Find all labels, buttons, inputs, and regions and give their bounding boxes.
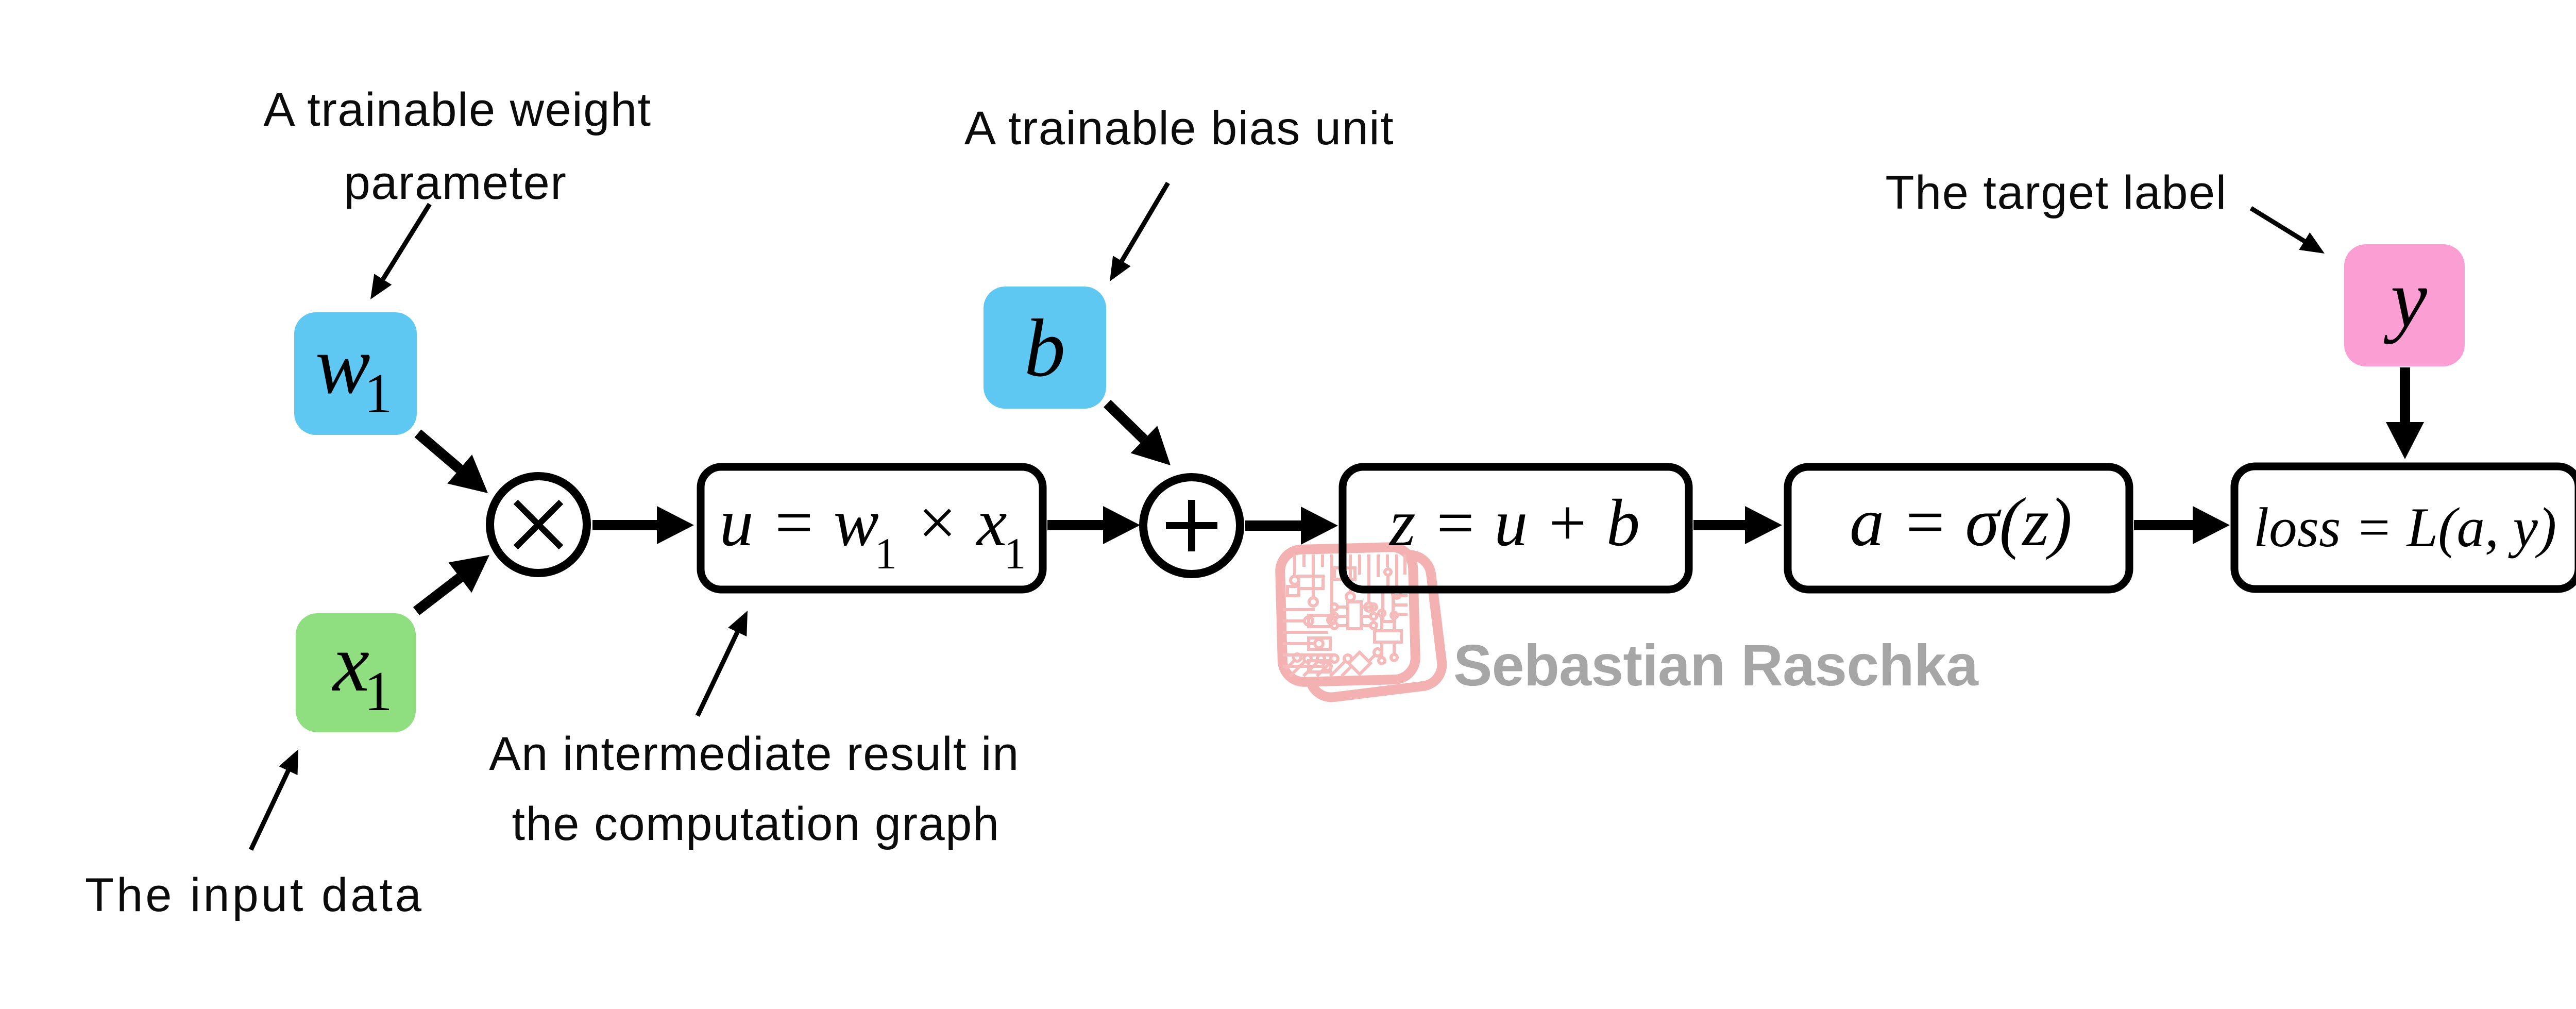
- svg-text:b: b: [1024, 302, 1065, 394]
- svg-text:loss = L(a, y): loss = L(a, y): [2253, 496, 2556, 559]
- svg-text:A trainable bias unit: A trainable bias unit: [964, 102, 1394, 155]
- svg-text:The target label: The target label: [1885, 166, 2227, 219]
- svg-text:z = u + b: z = u + b: [1388, 486, 1640, 560]
- svg-text:the computation graph: the computation graph: [512, 798, 999, 850]
- svg-text:y: y: [2383, 253, 2428, 344]
- svg-text:a = σ(z): a = σ(z): [1850, 484, 2072, 560]
- svg-text:An intermediate result in: An intermediate result in: [489, 728, 1020, 780]
- svg-text:Sebastian Raschka: Sebastian Raschka: [1453, 633, 1979, 698]
- svg-text:parameter: parameter: [344, 157, 567, 209]
- svg-text:The input data: The input data: [85, 869, 424, 921]
- svg-text:A trainable weight: A trainable weight: [263, 83, 651, 136]
